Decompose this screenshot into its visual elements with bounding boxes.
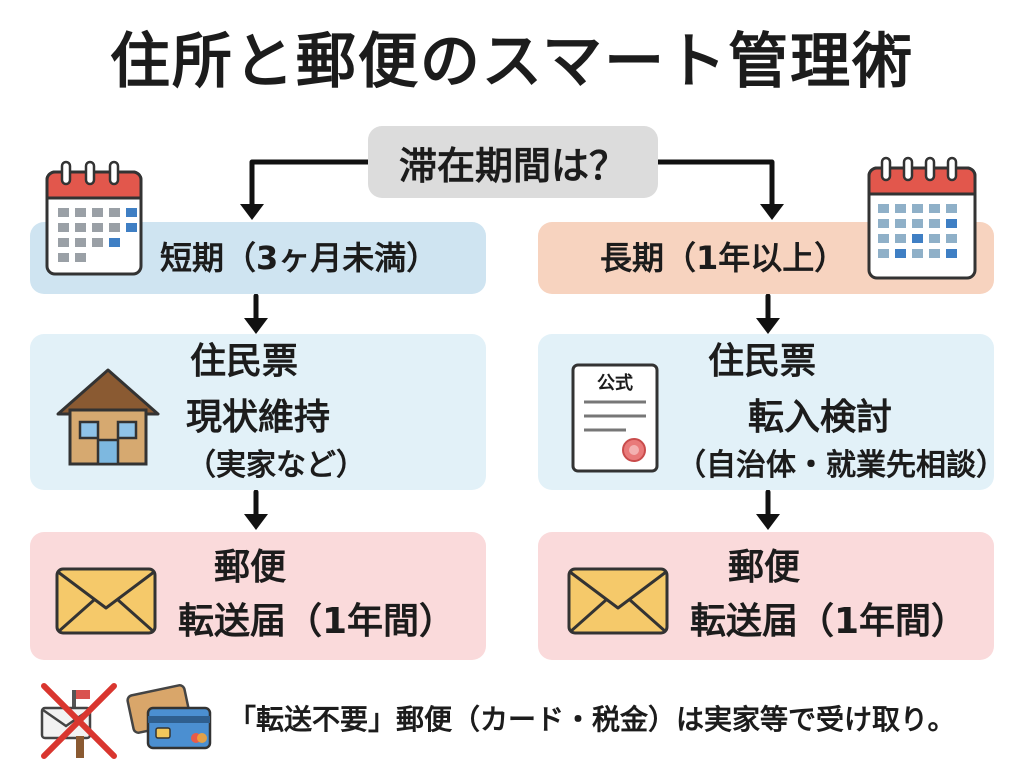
mailbox-crossed-icon — [40, 683, 117, 759]
calendar-icon — [45, 160, 143, 276]
house-icon — [56, 368, 160, 466]
short-term-jumin-action: 現状維持 — [186, 397, 331, 438]
envelope-icon — [567, 567, 669, 635]
certificate-icon — [571, 363, 659, 473]
certificate-label: 公式 — [597, 373, 633, 394]
credit-cards-icon — [126, 684, 212, 750]
short-term-mail-title: 郵便 — [214, 547, 287, 588]
long-term-mail-title: 郵便 — [728, 547, 801, 588]
short-term-header: 短期（3ヶ月未満） — [160, 239, 439, 277]
envelope-icon — [55, 567, 157, 635]
long-term-jumin-action: 転入検討 — [748, 397, 893, 438]
calendar-icon — [867, 156, 977, 280]
question-box: 滞在期間は？ — [368, 126, 658, 198]
short-term-jumin-title: 住民票 — [190, 341, 299, 382]
short-term-jumin-note: （実家など） — [186, 448, 366, 483]
question-text: 滞在期間は？ — [398, 143, 627, 188]
long-term-jumin-title: 住民票 — [708, 341, 817, 382]
long-term-header: 長期（1年以上） — [600, 239, 847, 277]
long-term-mail-action: 転送届（1年間） — [690, 601, 968, 642]
arrow-question-to-long — [655, 159, 775, 213]
page-title: 住所と郵便のスマート管理術 — [109, 27, 915, 97]
arrow-question-to-short — [249, 159, 371, 213]
long-term-jumin-note: （自治体・就業先相談） — [676, 448, 1006, 483]
bottom-note: 「転送不要」郵便（カード・税金）は実家等で受け取り。 — [228, 703, 956, 736]
short-term-mail-action: 転送届（1年間） — [178, 601, 456, 642]
